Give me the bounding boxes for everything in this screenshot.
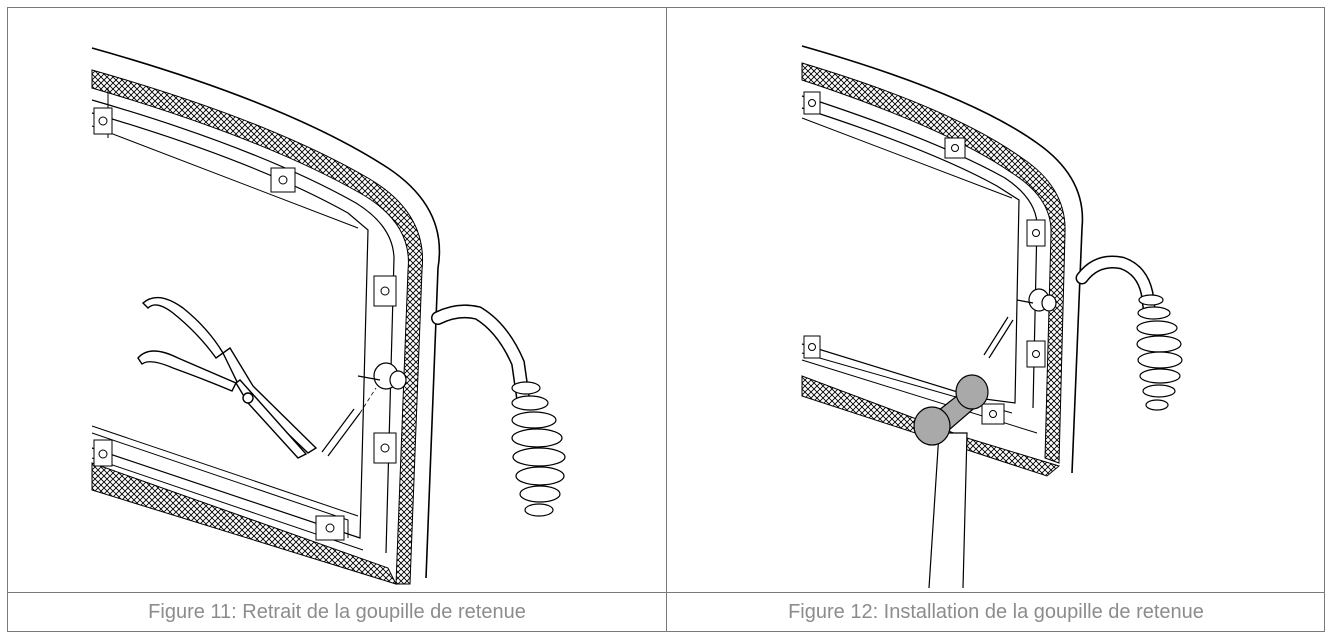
gasket-hatch-right [801, 62, 1066, 464]
caption-divider [8, 592, 1324, 593]
figure-12-caption: Figure 12: Installation de la goupille d… [788, 601, 1204, 623]
gasket-hatch [91, 69, 424, 585]
figure-11-caption: Figure 11: Retrait de la goupille de ret… [148, 601, 526, 623]
figure-table: Figure 11: Retrait de la goupille de ret… [7, 7, 1325, 632]
pliers-icon [137, 296, 318, 459]
figure-11-illustration [8, 8, 666, 592]
column-divider [666, 8, 667, 631]
mallet-icon [913, 374, 989, 589]
spring-handle-right [1136, 294, 1183, 411]
spring-handle [511, 381, 566, 517]
figure-12-illustration [667, 8, 1325, 592]
